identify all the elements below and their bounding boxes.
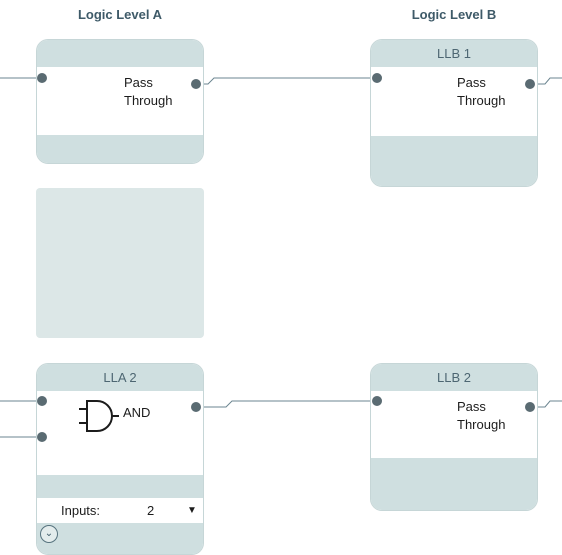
block-function: Pass Through — [457, 398, 505, 434]
block-lla1[interactable]: Pass Through — [36, 39, 204, 164]
inputs-selector[interactable]: Inputs: 2 ▼ — [37, 498, 203, 523]
function-line-1: Pass — [124, 75, 153, 90]
block-footer — [371, 136, 537, 186]
block-function: Pass Through — [457, 74, 505, 110]
inputs-label: Inputs: — [61, 503, 101, 518]
block-header: LLA 2 — [37, 364, 203, 391]
and-gate-icon — [79, 400, 119, 432]
block-footer — [37, 135, 203, 163]
block-header — [37, 40, 203, 67]
block-llb2[interactable]: LLB 2 Pass Through — [370, 363, 538, 511]
block-band — [37, 475, 203, 498]
caret-down-icon[interactable]: ▼ — [187, 505, 197, 516]
column-title-logic-level-b: Logic Level B — [411, 7, 497, 22]
wire-lla1-llb1 — [196, 77, 377, 85]
function-line-1: Pass — [457, 75, 486, 90]
block-header: LLB 1 — [371, 40, 537, 67]
block-lla2[interactable]: LLA 2 AND Inputs: 2 ▼ ⌄ — [36, 363, 204, 555]
column-title-logic-level-a: Logic Level A — [77, 7, 163, 22]
block-header: LLB 2 — [371, 364, 537, 391]
function-line-2: Through — [124, 93, 173, 108]
block-function: Pass Through — [124, 74, 172, 110]
block-footer — [371, 458, 537, 510]
function-line-2: Through — [457, 93, 506, 108]
block-footer — [37, 523, 203, 554]
function-line-1: Pass — [457, 399, 486, 414]
wire-lla2-llb2 — [196, 400, 377, 408]
block-llb1[interactable]: LLB 1 Pass Through — [370, 39, 538, 187]
inputs-value: 2 — [147, 503, 155, 518]
chevron-down-icon[interactable]: ⌄ — [40, 525, 58, 543]
gate-type-label: AND — [123, 405, 151, 420]
empty-block-slot[interactable] — [36, 188, 204, 338]
function-line-2: Through — [457, 417, 506, 432]
